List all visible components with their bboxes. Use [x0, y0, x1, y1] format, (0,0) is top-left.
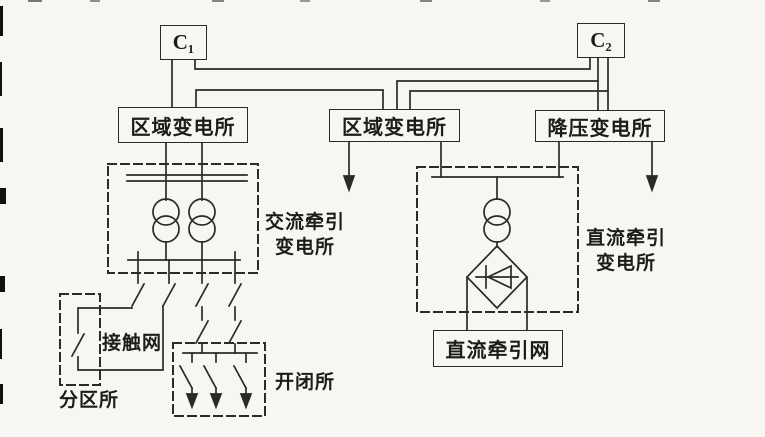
ac-substation-label: 交流牵引 变电所: [260, 210, 350, 260]
switch-icon: [70, 332, 86, 358]
ac-substation-label-line1: 交流牵引: [264, 211, 345, 233]
transformer-icon: [188, 198, 216, 226]
switch-icon: [130, 282, 146, 308]
arrow-down-icon: [209, 393, 223, 410]
arrow-down-icon: [342, 175, 356, 193]
dc-traction-network-box: 直流牵引网: [433, 330, 563, 367]
switch-icon: [194, 319, 210, 345]
catenary-label: 接触网: [101, 332, 162, 354]
arrow-down-icon: [239, 393, 253, 410]
dc-substation-label: 直流牵引 变电所: [581, 226, 671, 276]
ac-substation-label-line2: 变电所: [274, 236, 335, 258]
transformer-icon: [483, 198, 511, 226]
source-c1-box: C₁: [160, 25, 207, 60]
transformer-icon: [188, 215, 216, 243]
switch-icon: [161, 282, 177, 308]
catenary-feeder-circuit: [70, 251, 177, 371]
switch-icon: [227, 319, 243, 345]
switching-station-circuit: [178, 352, 258, 396]
switching-station-feeders: [194, 251, 243, 354]
dc-substation-label-line2: 变电所: [595, 252, 656, 274]
rectifier-icon: [465, 244, 529, 310]
dc-substation-label-line1: 直流牵引: [585, 227, 666, 249]
diode-icon: [486, 264, 512, 290]
sectioning-post-label: 分区所: [58, 389, 119, 411]
sectioning-post-boundary: [59, 293, 101, 386]
ac-substation-boundary: [107, 163, 259, 274]
transformer-icon: [152, 215, 180, 243]
switch-icon: [194, 282, 210, 308]
switch-icon: [178, 364, 194, 390]
dc-substation-circuit: [431, 141, 564, 331]
source-c2-box: C₂: [577, 23, 625, 58]
switching-station-label: 开闭所: [274, 371, 335, 393]
transmission-lines: [171, 57, 609, 111]
transformer-icon: [152, 198, 180, 226]
transformer-icon: [483, 215, 511, 243]
switch-icon: [202, 364, 218, 390]
arrow-down-icon: [645, 175, 659, 193]
dc-substation-boundary: [416, 166, 579, 313]
load-arrows: [185, 141, 659, 410]
arrow-down-icon: [185, 393, 199, 410]
switch-icon: [227, 282, 243, 308]
stepdown-substation-box: 降压变电所: [535, 110, 665, 142]
switching-station-boundary: [172, 342, 266, 417]
switch-icon: [232, 364, 248, 390]
ac-substation-circuit: [126, 142, 248, 261]
regional-substation-left-box: 区域变电所: [118, 107, 248, 143]
regional-substation-middle-box: 区域变电所: [329, 109, 460, 142]
